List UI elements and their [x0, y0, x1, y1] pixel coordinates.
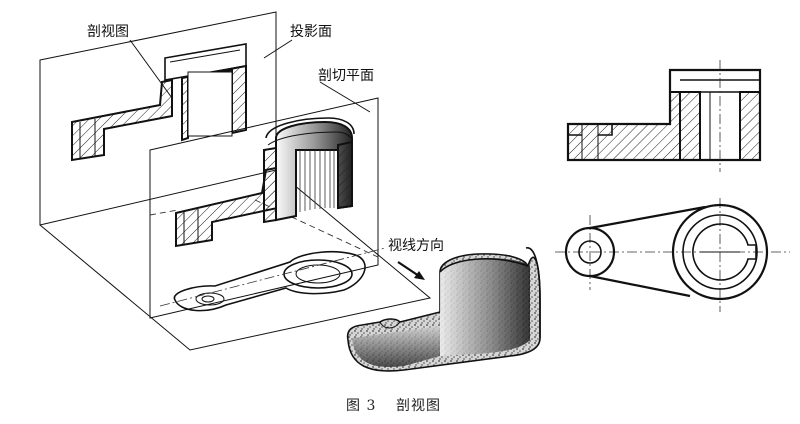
leader-projection-plane	[263, 39, 293, 59]
label-view-direction: 视线方向	[388, 238, 444, 254]
view-direction-arrow	[397, 261, 425, 280]
figure-title: 剖视图	[396, 398, 441, 414]
floor-plane	[39, 169, 432, 351]
leader-section-view	[129, 39, 173, 99]
figure-number: 图 3	[346, 398, 376, 414]
cutting-plane	[149, 97, 379, 319]
projected-section	[71, 43, 247, 162]
leader-cutting-plane	[319, 81, 371, 113]
top-view	[555, 198, 790, 312]
floor-outline	[159, 247, 386, 312]
label-cutting-plane: 剖切平面	[318, 68, 374, 84]
label-projection-plane: 投影面	[290, 24, 332, 40]
removed-half	[346, 247, 541, 372]
sectioned-part	[175, 117, 355, 248]
front-section-view	[566, 60, 762, 172]
pictorial-3d	[39, 11, 541, 372]
label-section-view: 剖视图	[87, 24, 129, 40]
